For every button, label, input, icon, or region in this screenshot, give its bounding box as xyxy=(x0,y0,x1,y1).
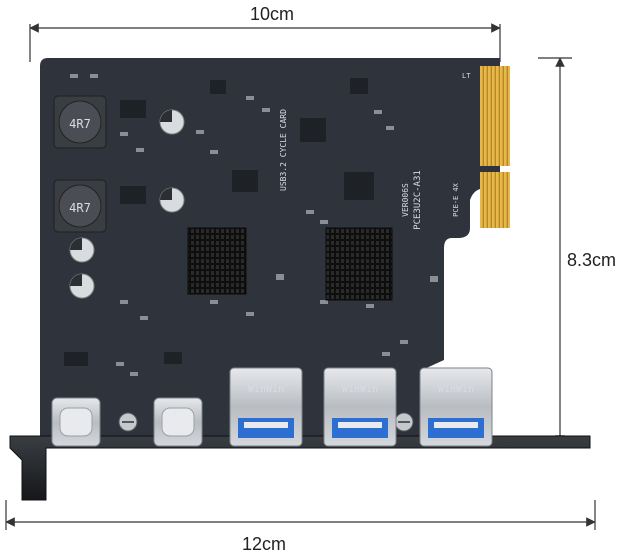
width-dimension-label: 10cm xyxy=(250,4,295,24)
smd-components xyxy=(70,74,438,376)
heatsink-left xyxy=(187,227,247,295)
pcie-gold-fingers-lower xyxy=(480,172,510,228)
heatsink-right xyxy=(325,227,393,301)
silk-edge-mark: LT xyxy=(462,72,471,80)
usb-a-port-2-label: WinWin xyxy=(342,384,378,395)
height-dimension-label: 8.3cm xyxy=(567,250,617,270)
silk-card-name: USB3.2 CYCLE CARD xyxy=(279,109,288,191)
inductor-2: 4R7 xyxy=(53,179,107,233)
pcb-board xyxy=(40,58,500,448)
usb-c-port-2 xyxy=(153,397,203,447)
capacitors xyxy=(69,109,185,299)
usb-a-port-2: WinWin xyxy=(323,367,397,447)
inductor-1: 4R7 xyxy=(53,95,107,149)
inductor-2-value: 4R7 xyxy=(69,201,91,215)
pcie-gold-fingers-upper xyxy=(480,66,510,166)
mounting-screws xyxy=(118,412,414,432)
bracket-width-dimension-label: 12cm xyxy=(242,534,287,554)
silk-model: PCE3U2C-A31 xyxy=(413,170,423,230)
usb-a-port-1: WinWin xyxy=(229,367,303,447)
silk-version: VER006S xyxy=(401,183,410,217)
usb-a-port-3: WinWin xyxy=(419,367,493,447)
dimension-lines xyxy=(5,23,596,530)
usb-a-port-3-label: WinWin xyxy=(438,384,474,395)
inductor-1-value: 4R7 xyxy=(69,117,91,131)
usb-c-port-1 xyxy=(51,397,101,447)
usb-a-port-1-label: WinWin xyxy=(248,384,284,395)
silk-interface: PCE-E 4X xyxy=(452,182,460,217)
integrated-circuits xyxy=(64,78,374,366)
